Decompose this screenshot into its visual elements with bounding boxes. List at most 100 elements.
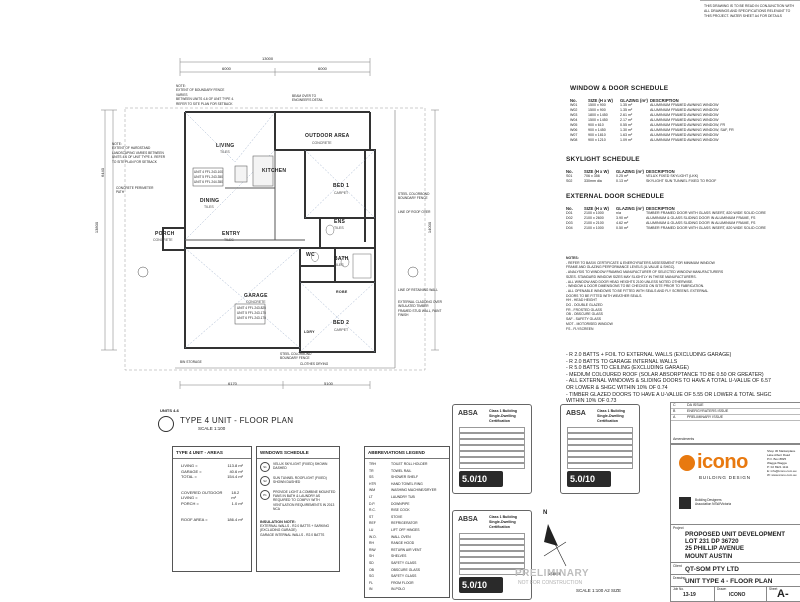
abbreviation-meaning: TOWEL RAIL: [391, 468, 412, 473]
note-marker-icon: S1: [260, 462, 270, 472]
area-value: 186.4 m²: [227, 516, 243, 522]
project-line: LOT 231 DP 36720: [685, 538, 739, 546]
area-row: TOTAL =154.4 m²: [181, 474, 243, 480]
skylight-schedule-cell: S02: [566, 179, 573, 183]
door-schedule-cell: ALUMINIUM & GLASS SLIDING DOOR IN ALUMIN…: [646, 221, 756, 225]
door-schedule-cell: D01: [566, 211, 573, 215]
windows-note-text: SUN TUNNEL ROOFLIGHT (FIXED) SHOWN DASHE…: [273, 476, 327, 485]
schedule-note-line: HH - HEAD HEIGHT: [566, 298, 598, 303]
units-label: UNITS 4-6: [160, 408, 179, 413]
schedule-note-line: - REFER TO BASIX CERTIFICATE & ENERGYRAT…: [566, 260, 715, 265]
abbreviation-code: SH: [369, 554, 374, 559]
schedule-note-line: - WINDOW & DOOR DIMENSIONS TO BE CHECKED…: [566, 284, 705, 289]
window-schedule-cell: 2.61 m²: [620, 113, 633, 117]
notice-line-3: THIS PROJECT. WATER SHEET A4 FOR DETAILS: [704, 14, 782, 18]
door-schedule-cell: 2100 x 2100: [584, 221, 604, 225]
energy-note-line: - R 2.0 BATTS + FOIL TO EXTERNAL WALLS (…: [566, 352, 732, 358]
window-schedule-cell: ALUMINIUM FRAMED AWNING WINDOW: [650, 138, 719, 142]
abbreviation-row: ST STOVE: [369, 514, 445, 521]
callout-retaining-wall: LINE OF RETAINING WALL: [398, 288, 438, 292]
note-marker-icon: P1: [260, 490, 270, 500]
door-schedule-header: No. SIZE (H x W) GLAZING (m²) DESCRIPTIO…: [566, 206, 675, 211]
room-ens-finish: TILES: [334, 226, 344, 230]
abbreviation-code: RH: [369, 541, 374, 546]
project-label: Project: [673, 526, 684, 530]
fl-unit-6: UNIT 6 FFL 244.350: [194, 180, 223, 184]
revision-desc: ENERGYRATERS ISSUE: [687, 409, 729, 413]
energy-note-line: - ALL EXTERNAL WINDOWS & SLIDING DOORS T…: [566, 378, 771, 385]
abbreviation-code: FL: [369, 580, 373, 585]
fl-levels-top: UNIT 4 FFL 243.100 UNIT 5 FFL 243.350 UN…: [194, 170, 223, 185]
client-name: QT-SOM PTY LTD: [685, 566, 739, 573]
door-schedule-cell: 3.90 m²: [616, 216, 629, 220]
abbreviation-meaning: LAUNDRY TUB: [391, 494, 415, 499]
area-row: COVERED OUTDOOR LIVING =18.2 m²: [181, 490, 243, 501]
windows-note-text: PROVIDE LIGHT & COMBINE MOUNTED FANS IN …: [273, 490, 336, 511]
window-schedule-header: No. SIZE (H x W) GLAZING (m²) DESCRIPTIO…: [570, 98, 679, 103]
abbreviation-code: SD: [369, 560, 374, 565]
abbreviation-meaning: STOVE: [391, 514, 403, 519]
fl-unit-4: UNIT 4 FFL 243.100: [194, 170, 223, 174]
abbreviation-row: W.O.WALL OVEN: [369, 534, 445, 541]
window-schedule-cell: W06: [570, 128, 578, 132]
insulation-title: INSULATION NOTE:: [260, 520, 296, 525]
skylight-schedule-title: SKYLIGHT SCHEDULE: [566, 156, 640, 163]
abbreviation-code: ST: [369, 514, 374, 519]
room-garage: GARAGE: [244, 293, 268, 299]
absa-field-line: [459, 433, 525, 439]
window-schedule-cell: W08: [570, 138, 578, 142]
dim-width-left: 6000: [222, 66, 231, 71]
absa-field-line: [459, 563, 525, 569]
callout-bin-storage: BIN STORAGE: [180, 360, 202, 364]
absa-line: Class 1 Building: [489, 409, 517, 413]
door-schedule-cell: D03: [566, 221, 573, 225]
window-schedule-cell: 1800 x 1450: [588, 113, 608, 117]
abbreviation-code: OB: [369, 567, 374, 572]
north-varies: VARIES: [548, 572, 562, 576]
abbreviation-meaning: RISE COCK: [391, 508, 410, 513]
abbreviation-code: W.O.: [369, 534, 377, 539]
area-value: 18.2 m²: [231, 489, 240, 501]
room-living: LIVING: [216, 143, 235, 149]
window-schedule-cell: W02: [570, 108, 578, 112]
schedule-note-line: SAF - SAFETY GLASS: [566, 317, 601, 322]
brand-address-line: Shop 30 Marketplace: [767, 449, 796, 453]
brand-logo-mark: [679, 454, 695, 471]
window-schedule-cell: ALUMINIUM FRAMED AWNING WINDOW: [650, 108, 719, 112]
door-schedule-cell: 2100 x 1000: [584, 226, 604, 230]
area-label: GARAGE =: [181, 468, 202, 474]
area-value: 40.6 m²: [229, 468, 243, 474]
abbreviation-code: SG: [369, 574, 374, 579]
abbreviation-meaning: LIFT OFF HINGES: [391, 527, 420, 532]
room-bath: BATH: [334, 256, 349, 262]
fl-garage-unit-6: UNIT 6 FFL 243.175: [237, 316, 266, 320]
abbreviation-code: SS: [369, 475, 374, 480]
window-schedule-cell: 2.17 m²: [620, 118, 633, 122]
window-schedule-cell: ALUMINIUM FRAMED AWNING WINDOW, SAF, FR: [650, 128, 734, 132]
absa-logo: ABSA: [566, 410, 586, 417]
brand-address-line: E: info@icono.com.au: [767, 469, 797, 473]
sheet-number: A-: [777, 588, 789, 600]
door-schedule-cell: 2100 x 2600: [584, 216, 604, 220]
area-label: ROOF AREA =: [181, 516, 208, 522]
absa-field-line: [459, 551, 525, 557]
room-ens: ENS: [334, 219, 346, 225]
plan-scale: SCALE 1:100: [198, 426, 226, 431]
area-label: LIVING =: [181, 463, 198, 468]
revision-desc: PRELIMINARY ISSUE: [687, 415, 724, 419]
schedule-notes: NOTES:- REFER TO BASIX CERTIFICATE & ENE…: [566, 256, 796, 331]
